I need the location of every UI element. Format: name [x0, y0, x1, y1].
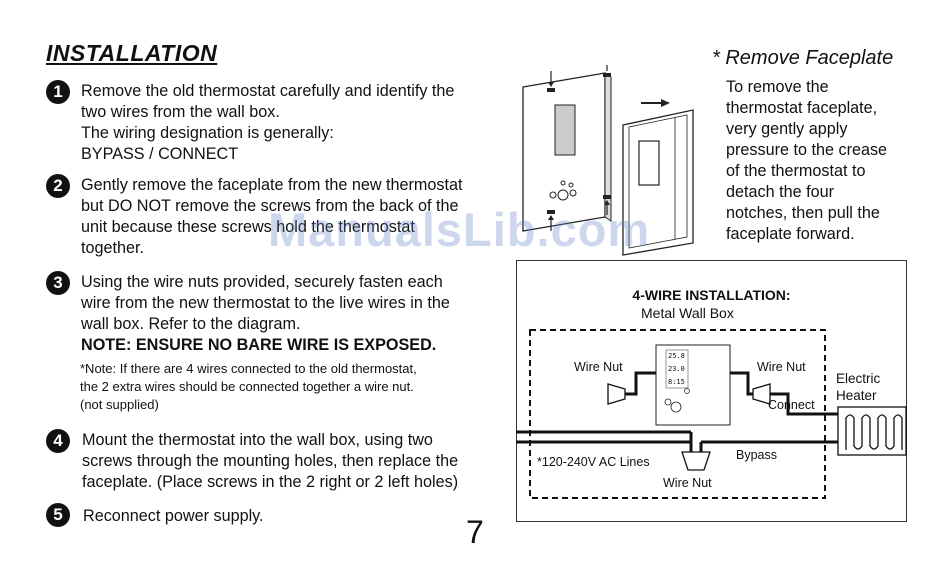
warning-text: NOTE: ENSURE NO BARE WIRE IS EXPOSED. [81, 336, 437, 354]
display-value: 25.8 [668, 352, 685, 360]
faceplate-line: of the thermostat to [726, 162, 866, 180]
step-line: Remove the old thermostat carefully and … [81, 82, 455, 100]
faceplate-title: * Remove Faceplate [712, 47, 894, 69]
faceplate-illustration [522, 65, 694, 256]
step-line: screws through the mounting holes, then … [82, 452, 459, 470]
note-line: the 2 extra wires should be connected to… [80, 379, 414, 394]
wire-nut-right [752, 383, 771, 405]
step-4-text: Mount the thermostat into the wall box, … [82, 430, 458, 493]
heater-coil-icon [845, 414, 903, 450]
step-line: two wires from the wall box. [81, 103, 280, 121]
step-line: BYPASS / CONNECT [81, 145, 239, 163]
step-line: together. [81, 239, 145, 257]
wire-nut-left-label: Wire Nut [574, 360, 623, 374]
step-line: wall box. Refer to the diagram. [81, 315, 301, 333]
step-3-number: 3 [46, 271, 70, 295]
step-line: wire from the new thermostat to the live… [81, 294, 450, 312]
faceplate-line: faceplate forward. [726, 225, 855, 243]
step-1-text: Remove the old thermostat carefully and … [81, 81, 454, 165]
faceplate-line: very gently apply [726, 120, 848, 138]
step-3-note: *Note: If there are 4 wires connected to… [80, 360, 417, 414]
faceplate-line: pressure to the crease [726, 141, 888, 159]
faceplate-line: notches, then pull the [726, 204, 880, 222]
step-3-text: Using the wire nuts provided, securely f… [81, 272, 450, 356]
step-2-text: Gently remove the faceplate from the new… [81, 175, 463, 259]
display-value: 23.0 [668, 365, 685, 373]
step-line: Using the wire nuts provided, securely f… [81, 273, 443, 291]
connect-label: Connect [768, 398, 815, 412]
step-line: Mount the thermostat into the wall box, … [82, 431, 433, 449]
heater-label: Electric Heater [836, 370, 880, 404]
wire-nut-right-label: Wire Nut [757, 360, 806, 374]
step-5-text: Reconnect power supply. [83, 506, 264, 527]
step-line: Gently remove the faceplate from the new… [81, 176, 463, 194]
step-5-number: 5 [46, 503, 70, 527]
diagram-title: 4-WIRE INSTALLATION: [632, 287, 791, 303]
wire-nut-left [607, 383, 626, 405]
display-value: 8:15 [668, 378, 685, 386]
step-1-number: 1 [46, 80, 70, 104]
step-line: faceplate. (Place screws in the 2 right … [82, 473, 459, 491]
step-line: unit because these screws hold the therm… [81, 218, 415, 236]
page-number: 7 [466, 514, 484, 550]
wire-nut-bottom [681, 451, 711, 471]
thermostat-display: 25.8 23.0 8:15 [668, 350, 685, 389]
faceplate-instructions: To remove the thermostat faceplate, very… [726, 77, 887, 245]
wiring-diagram [516, 260, 907, 522]
heater-label-line: Electric [836, 371, 881, 386]
note-line: *Note: If there are 4 wires connected to… [80, 361, 417, 376]
step-4-number: 4 [46, 429, 70, 453]
note-line: (not supplied) [80, 397, 159, 412]
metal-wall-box [529, 329, 826, 499]
page-title: INSTALLATION [46, 40, 218, 66]
step-line: The wiring designation is generally: [81, 124, 334, 142]
ac-lines-label: *120-240V AC Lines [537, 455, 650, 469]
faceplate-line: detach the four [726, 183, 834, 201]
wire-nut-bottom-label: Wire Nut [663, 476, 712, 490]
step-line: but DO NOT remove the screws from the ba… [81, 197, 459, 215]
wiring-diagram-graphic [516, 329, 907, 499]
step-2-number: 2 [46, 174, 70, 198]
faceplate-line: thermostat faceplate, [726, 99, 878, 117]
thermostat-screen [554, 104, 576, 156]
step-line: Reconnect power supply. [83, 507, 264, 525]
bypass-label: Bypass [736, 448, 777, 462]
faceplate-line: To remove the [726, 78, 829, 96]
diagram-subtitle: Metal Wall Box [641, 305, 734, 321]
knob-icon [557, 189, 569, 201]
pull-arrow-icon [661, 99, 670, 107]
heater-label-line: Heater [836, 388, 877, 403]
